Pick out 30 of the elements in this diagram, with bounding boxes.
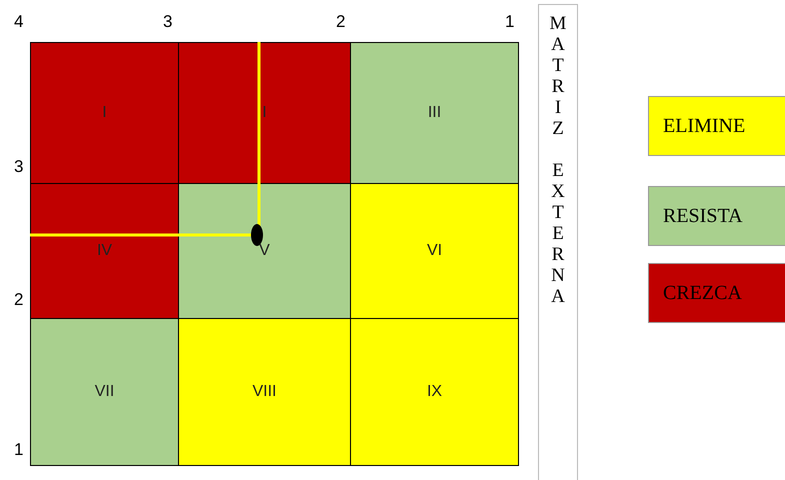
axis-tick-label: 1 xyxy=(14,440,24,460)
legend-label: ELIMINE xyxy=(663,114,746,138)
matrix-cell xyxy=(178,318,351,466)
axis-tick-label: 2 xyxy=(336,12,346,32)
matrix-cell xyxy=(30,42,179,184)
legend-label: RESISTA xyxy=(663,204,743,228)
quadrant-label: IX xyxy=(426,383,442,401)
quadrant-label: VI xyxy=(426,242,442,260)
matrix-cell xyxy=(30,183,179,319)
axis-tick-label: 3 xyxy=(14,157,24,177)
matrix-cell xyxy=(350,318,519,466)
quadrant-label: III xyxy=(428,104,442,122)
axis-title-panel xyxy=(538,4,578,480)
axis-tick-label: 2 xyxy=(14,290,24,310)
axis-tick-label: 4 xyxy=(14,12,24,32)
quadrant-label: VII xyxy=(94,383,114,401)
axis-tick-label: 3 xyxy=(163,12,172,32)
matrix-cell xyxy=(350,183,519,319)
matrix-cell xyxy=(178,42,351,184)
axis-title: MATRIZ EXTERNA xyxy=(548,13,568,309)
legend-label: CREZCA xyxy=(663,282,742,304)
quadrant-label: V xyxy=(259,242,270,260)
quadrant-label: I xyxy=(102,104,107,122)
quadrant-label: VIII xyxy=(252,383,276,401)
matrix-cell xyxy=(178,183,351,319)
matrix-cell xyxy=(30,318,179,466)
axis-tick-label: 1 xyxy=(505,12,514,32)
matrix-cell xyxy=(350,42,519,184)
quadrant-label: IV xyxy=(96,242,112,260)
quadrant-label: I xyxy=(262,104,267,122)
